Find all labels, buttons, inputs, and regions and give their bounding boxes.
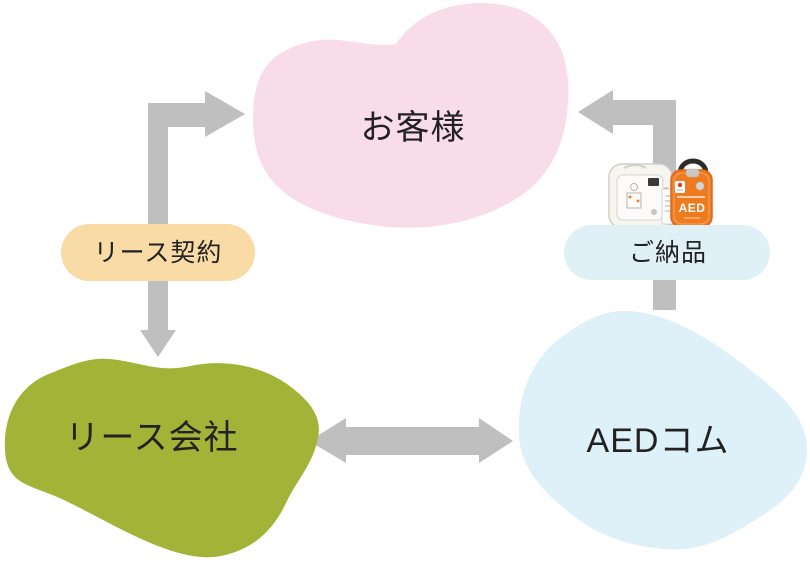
- customer-node-blob: [252, 2, 569, 228]
- aed-orange-device-button: [695, 181, 705, 191]
- aed-white-device-button: [651, 209, 657, 215]
- lease-company-node-blob: [4, 358, 319, 558]
- connector-pills-layer: [61, 224, 770, 281]
- partnership-double-arrow: [309, 418, 513, 463]
- lease-contract-arrow: [140, 91, 245, 357]
- aed-pad-dot: [628, 195, 632, 199]
- aedcom-node-blob: [518, 311, 808, 550]
- aedcom-label: AEDコム: [587, 422, 730, 460]
- aed-red-heart-mark: [677, 182, 683, 188]
- aed-person-pictogram-head: [630, 183, 638, 191]
- aed-person-pictogram-body: [626, 192, 642, 209]
- lease-contract-label: リース契約: [94, 239, 223, 267]
- customer-label: お客様: [361, 109, 466, 147]
- aed-instruction-card-lines: [665, 195, 675, 212]
- aed-pad-dot: [636, 199, 640, 203]
- labels-layer: お客様 リース会社 AEDコム リース契約 ご納品: [65, 109, 730, 460]
- delivery-label: ご納品: [629, 239, 707, 267]
- lease-company-label: リース会社: [65, 419, 238, 457]
- delivery-pill: [564, 225, 770, 280]
- lease-contract-pill: [61, 224, 255, 281]
- aed-device-label: AED: [679, 201, 706, 215]
- aed-white-device-handle: [623, 164, 647, 169]
- aed-product-image: AED: [608, 158, 713, 229]
- aed-white-device-display: [648, 178, 659, 186]
- aed-orange-device-latch: [685, 168, 700, 178]
- nodes-layer: [4, 2, 808, 558]
